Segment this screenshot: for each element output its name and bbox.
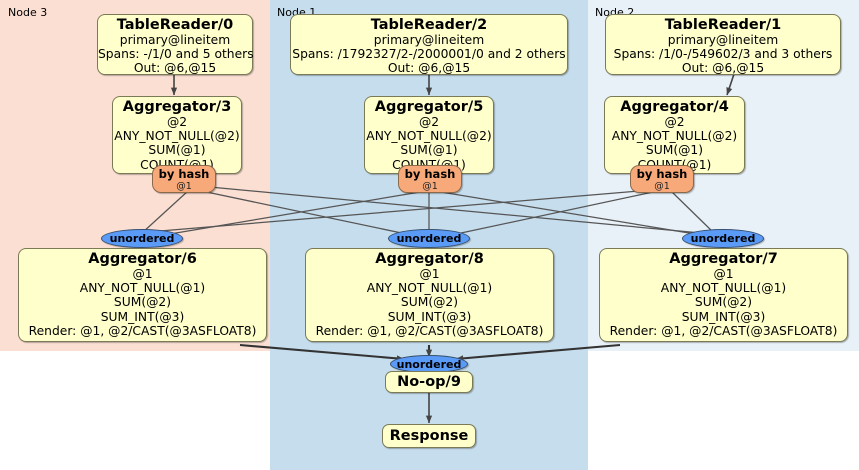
no-op-9[interactable]: No-op/9: [385, 371, 473, 393]
table-reader-1[interactable]: TableReader/1 primary@lineitem Spans: /1…: [605, 14, 841, 75]
node-line: Spans: -/1/0 and 5 others: [98, 47, 254, 62]
node-line: primary@lineitem: [119, 33, 231, 47]
by-hash-router-5[interactable]: by hash @1: [398, 165, 462, 193]
node-line: ANY_NOT_NULL(@1): [79, 281, 206, 296]
node-line: ANY_NOT_NULL(@2): [366, 129, 492, 144]
region-label-node3: Node 3: [8, 6, 48, 19]
node-line: Spans: /1/0-/549602/3 and 3 others: [613, 47, 833, 62]
node-line: SUM_INT(@3): [681, 309, 766, 324]
node-line: Out: @6,@15: [133, 61, 217, 76]
node-line: ANY_NOT_NULL(@2): [114, 129, 240, 144]
node-line: @1: [419, 267, 440, 281]
node-title: Aggregator/8: [375, 251, 484, 267]
router-column: @1: [422, 181, 438, 192]
node-title: Aggregator/5: [374, 99, 484, 115]
node-line: Out: @6,@15: [681, 61, 765, 76]
router-label: by hash: [636, 167, 688, 181]
node-line: SUM(@1): [645, 143, 704, 158]
node-line: @2: [418, 115, 440, 129]
router-label: by hash: [404, 167, 456, 181]
node-line: SUM_INT(@3): [387, 309, 472, 324]
node-line: ANY_NOT_NULL(@1): [366, 281, 493, 296]
node-line: primary@lineitem: [667, 33, 779, 47]
node-line: ANY_NOT_NULL(@1): [660, 281, 787, 296]
unordered-input-6[interactable]: unordered: [101, 229, 183, 248]
aggregator-6[interactable]: Aggregator/6 @1 ANY_NOT_NULL(@1) SUM(@2)…: [18, 248, 267, 342]
node-line: SUM_INT(@3): [100, 309, 185, 324]
node-line: Render: @1, @2/CAST(@3ASFLOAT8): [315, 323, 544, 338]
node-line: Render: @1, @2/CAST(@3ASFLOAT8): [609, 323, 838, 338]
unordered-input-7[interactable]: unordered: [682, 229, 764, 248]
node-line: Out: @6,@15: [387, 61, 471, 76]
node-title: Aggregator/6: [88, 251, 197, 267]
unordered-input-8[interactable]: unordered: [388, 229, 470, 248]
node-title: TableReader/0: [116, 17, 234, 33]
table-reader-0[interactable]: TableReader/0 primary@lineitem Spans: -/…: [97, 14, 254, 76]
table-reader-2[interactable]: TableReader/2 primary@lineitem Spans: /1…: [290, 14, 568, 75]
node-line: Spans: /1792327/2-/2000001/0 and 2 other…: [292, 47, 566, 62]
node-line: SUM(@1): [148, 143, 206, 158]
aggregator-3[interactable]: Aggregator/3 @2 ANY_NOT_NULL(@2) SUM(@1)…: [112, 96, 242, 174]
node-title: Aggregator/4: [620, 99, 729, 115]
node-title: TableReader/1: [664, 17, 782, 33]
aggregator-4[interactable]: Aggregator/4 @2 ANY_NOT_NULL(@2) SUM(@1)…: [604, 96, 745, 174]
router-column: @1: [176, 181, 192, 192]
by-hash-router-3[interactable]: by hash @1: [152, 165, 216, 193]
response-node[interactable]: Response: [382, 424, 476, 448]
node-line: @2: [166, 115, 188, 129]
node-line: @1: [713, 267, 734, 281]
router-column: @1: [654, 181, 670, 192]
node-line: SUM(@2): [400, 295, 459, 310]
aggregator-5[interactable]: Aggregator/5 @2 ANY_NOT_NULL(@2) SUM(@1)…: [364, 96, 494, 174]
node-line: SUM(@2): [694, 295, 753, 310]
node-line: Render: @1, @2/CAST(@3ASFLOAT8): [28, 323, 257, 338]
node-line: ANY_NOT_NULL(@2): [611, 129, 738, 144]
node-title: Aggregator/7: [669, 251, 778, 267]
node-line: SUM(@1): [400, 143, 458, 158]
router-label: by hash: [158, 167, 210, 181]
aggregator-7[interactable]: Aggregator/7 @1 ANY_NOT_NULL(@1) SUM(@2)…: [599, 248, 848, 342]
node-title: Aggregator/3: [122, 99, 232, 115]
node-line: @1: [132, 267, 153, 281]
node-line: @2: [664, 115, 685, 129]
by-hash-router-4[interactable]: by hash @1: [630, 165, 694, 193]
node-line: SUM(@2): [113, 295, 172, 310]
node-line: primary@lineitem: [373, 33, 485, 47]
aggregator-8[interactable]: Aggregator/8 @1 ANY_NOT_NULL(@1) SUM(@2)…: [305, 248, 554, 342]
node-title: TableReader/2: [370, 17, 488, 33]
